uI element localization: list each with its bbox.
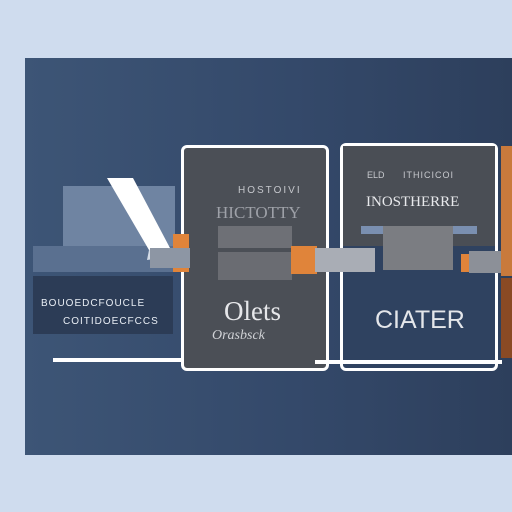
card-right-small-left: ELD — [367, 170, 385, 180]
left-underline — [53, 358, 183, 362]
card-middle-script-text: Orasbsck — [212, 328, 265, 343]
card-middle-small-text: HOSTOIVI — [238, 185, 302, 196]
connector-middle-orange — [291, 246, 317, 274]
connector-middle-gray — [315, 248, 375, 272]
card-right-brand: CIATER — [375, 306, 465, 334]
card-middle-gray-bar — [218, 226, 292, 248]
right-edge-orange — [501, 146, 512, 276]
left-panel-line-1: BOUOEDCFOUCLE — [41, 298, 146, 309]
card-right-small-mid: ITHICICOI — [403, 170, 454, 180]
card-middle-gray-block — [218, 252, 292, 280]
card-middle-big-text: Olets — [224, 296, 281, 326]
banner-panel: BOUOEDCFOUCLE COITIDOECFCCS HOSTOIVI HIC… — [25, 58, 512, 455]
right-edge-brown — [501, 278, 512, 358]
card-right-gray-block — [383, 226, 453, 270]
card-middle-title: HICTOTTY — [216, 203, 301, 222]
card-right-title: INOSTHERRE — [366, 194, 460, 210]
bottom-underline — [315, 360, 502, 364]
left-panel-line-2: COITIDOECFCCS — [63, 316, 159, 327]
left-block-dark — [33, 276, 173, 334]
connector-left-gray — [150, 248, 190, 268]
